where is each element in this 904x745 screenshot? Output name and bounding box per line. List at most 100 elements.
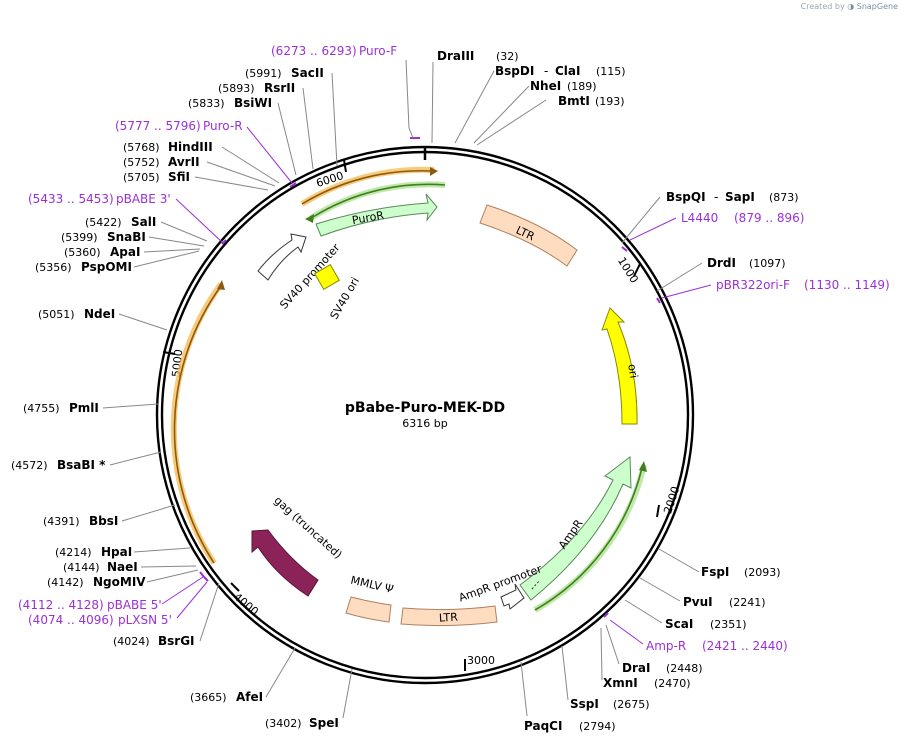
enzyme-pos-naei: (4144) (63, 561, 100, 574)
enzyme-pos-xmni: (2470) (654, 677, 691, 690)
enzyme-pos-bspqi-sapi: (873) (769, 191, 799, 204)
primer-range-pbr322: (1130 .. 1149) (804, 278, 890, 292)
enzyme-name-ndei: NdeI (84, 307, 115, 321)
leader-rsrii (302, 87, 314, 170)
plasmid-size: 6316 bp (402, 417, 447, 430)
enzyme-name-apai: ApaI (110, 245, 140, 259)
feature-puror (315, 193, 438, 237)
leader-avrii (206, 161, 276, 187)
leader-hpai (133, 547, 191, 553)
tick-2000 (656, 504, 660, 518)
primer-labels: (6273 .. 6293) Puro-F (5777 .. 5796) Pur… (18, 44, 890, 653)
leader-nhei (473, 85, 530, 144)
tick-4000 (230, 582, 240, 592)
primer-marker-l4440 (621, 246, 628, 252)
enzyme-name-hpai: HpaI (101, 545, 132, 559)
leader-bbsi (121, 504, 176, 522)
enzyme-pos-drdi: (1097) (749, 257, 786, 270)
primer-name-amp-r: Amp-R (646, 639, 686, 653)
enzyme-pos-bsabi: (4572) (11, 459, 48, 472)
feature-ltr-bottom (400, 605, 498, 627)
enzyme-name-bsrgi: BsrGI (158, 634, 195, 648)
enzyme-name-drai: DraI (622, 661, 650, 675)
enzyme-name-fspi: FspI (701, 565, 729, 579)
leader-pmli (102, 403, 159, 409)
leader-sspi (561, 645, 569, 701)
enzyme-pos-fspi: (2093) (744, 566, 781, 579)
leader-amp-r (609, 619, 644, 645)
leader-snabi (148, 236, 205, 247)
enzyme-name-scai: ScaI (665, 617, 693, 631)
primer-range-puro-r: (5777 .. 5796) (115, 119, 201, 133)
enzyme-pos-drai: (2448) (666, 662, 703, 675)
snapgene-credit: Created by ◑ SnapGene (801, 2, 898, 11)
primer-name-pbr322: pBR322ori-F (716, 278, 790, 292)
snapgene-logo-icon: ◑ (847, 2, 855, 11)
plasmid-name: pBabe-Puro-MEK-DD (345, 400, 505, 416)
enzyme-pos-scai: (2351) (710, 618, 747, 631)
enzyme-name-sacii: SacII (291, 66, 324, 80)
enzyme-name-rsrii: RsrII (264, 81, 295, 95)
leader-bmti (476, 99, 547, 146)
enzyme-sep-sapi: - (714, 190, 718, 204)
leader-puro-r (246, 126, 293, 184)
leader-ndei (118, 313, 168, 331)
feature-label-ltr-bottom: LTR (439, 611, 459, 625)
enzyme-name-bspqi: BspQI (666, 190, 706, 204)
leader-l4440 (629, 217, 677, 241)
leader-drdi (656, 262, 703, 292)
enzyme-pos-spei: (3402) (265, 717, 302, 730)
enzyme-pos-hpai: (4214) (55, 546, 92, 559)
feature-sv40-promoter (257, 233, 307, 281)
feature-ori (601, 307, 638, 425)
orf-arrowhead-green-right (639, 461, 647, 472)
enzyme-name-bsiwi: BsiWI (234, 96, 272, 110)
primer-marker-pbr322 (656, 297, 661, 304)
primer-marker-pbabe5 (199, 571, 205, 578)
enzyme-name-hindiii: HindIII (168, 140, 213, 154)
feature-label-mmlv-psi: MMLV Ψ (349, 574, 395, 597)
enzyme-name-snabi: SnaBI (107, 230, 146, 244)
enzyme-pos-avrii: (5752) (123, 156, 160, 169)
enzyme-name-pspomi: PspOMI (81, 260, 132, 274)
enzyme-pos-bsiwi: (5833) (188, 97, 225, 110)
primer-name-pbabe3: pBABE 3' (116, 192, 171, 206)
primer-name-plxsn5: pLXSN 5' (118, 613, 172, 627)
leader-pbabe5 (161, 576, 204, 605)
enzyme-name-afei: AfeI (236, 690, 263, 704)
tick-6000 (343, 159, 347, 173)
primer-range-pbabe3: (5433 .. 5453) (28, 192, 114, 206)
enzyme-name-sali: SalI (131, 215, 156, 229)
leader-bspdi-clai (454, 70, 495, 144)
leader-pvui (639, 577, 681, 602)
enzyme-pos-bbsi: (4391) (43, 515, 80, 528)
leader-xmni (600, 627, 603, 681)
enzyme-name-nhei: NheI (530, 79, 561, 93)
enzyme-name-avrii: AvrII (168, 155, 200, 169)
enzyme-name-bspdi: BspDI (495, 64, 534, 78)
enzyme-pos-ngomiv: (4142) (47, 576, 84, 589)
enzyme-pos-afei: (3665) (190, 691, 227, 704)
orf-arc-green-top-line (312, 183, 446, 218)
enzyme-pos-sspi: (2675) (613, 698, 650, 711)
orf-arc-orange-left-line (173, 285, 222, 564)
leader-naei (140, 565, 197, 568)
enzyme-pos-sfii: (5705) (123, 171, 160, 184)
enzyme-name-sfii: SfiI (168, 170, 190, 184)
primer-name-pbabe5: pBABE 5' (107, 598, 162, 612)
primer-marker-puro-r (289, 182, 297, 188)
enzyme-name-naei: NaeI (107, 560, 138, 574)
enzyme-pos-bsrgi: (4024) (113, 635, 150, 648)
leader-afei (265, 647, 296, 698)
leader-fspi (658, 548, 700, 573)
feature-gag-truncated (251, 529, 319, 597)
primer-range-pbabe5: (4112 .. 4128) (18, 598, 104, 612)
leader-pspomi (133, 250, 200, 268)
primer-name-l4440: L4440 (681, 211, 718, 225)
leader-hindiii (221, 146, 280, 184)
enzyme-name-bbsi: BbsI (89, 514, 118, 528)
leader-sacii (331, 72, 338, 167)
feature-ltr-top (479, 204, 578, 267)
leader-apai (143, 248, 201, 253)
